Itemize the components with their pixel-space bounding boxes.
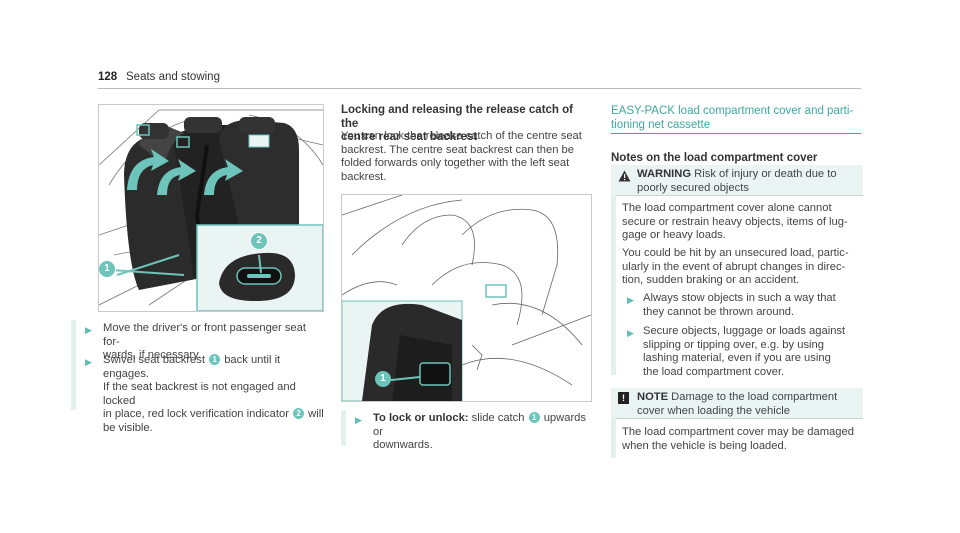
- note-box: ! NOTE Damage to the load compartment co…: [611, 388, 863, 458]
- step-2-line: Swivel seat backrest 1 back until it eng…: [103, 354, 281, 380]
- callout-1-inline: 1: [209, 354, 221, 365]
- warning-title: WARNING Risk of injury or death due to p…: [637, 168, 837, 194]
- rear-seat-illustration: 1 2: [98, 104, 324, 312]
- note-text: The load compartment cover may be damage…: [622, 426, 854, 452]
- warning-bullet-1: ▶ Always stow objects in such a way that…: [627, 292, 836, 318]
- warning-triangle-icon: [618, 169, 631, 187]
- warning-separator: [611, 195, 863, 196]
- step-arrow-icon: ▶: [355, 415, 362, 425]
- note-bar: [611, 418, 616, 458]
- callout-2-inline: 2: [293, 408, 305, 420]
- step-2-line: in place, red lock verification indicato…: [103, 408, 324, 421]
- step-2-line: be visible.: [103, 421, 153, 434]
- release-catch-illustration: 1: [341, 194, 592, 402]
- step-2-line: If the seat backrest is not engaged and …: [103, 381, 296, 407]
- warning-bar: [611, 195, 616, 375]
- step-1: ▶ Move the driver's or front passenger s…: [85, 322, 323, 363]
- header-divider: [98, 88, 861, 89]
- step-lock-unlock: ▶ To lock or unlock: slide catch 1 upwar…: [355, 412, 593, 453]
- notes-heading: Notes on the load compartment cover: [611, 152, 818, 164]
- step-arrow-icon: ▶: [627, 295, 634, 305]
- step-arrow-icon: ▶: [627, 328, 634, 338]
- note-header: [611, 388, 863, 418]
- callout-1: 1: [99, 260, 116, 278]
- callout-2: 2: [250, 232, 268, 250]
- step-bar: [341, 410, 346, 446]
- step-bold: To lock or unlock:: [373, 412, 469, 424]
- step-2: ▶ Swivel seat backrest 1 back until it e…: [85, 354, 325, 436]
- step-line: downwards.: [373, 439, 433, 452]
- locking-description: You can lock the release catch of the ce…: [341, 130, 582, 183]
- section-heading-locking: Locking and releasing the release catch …: [341, 104, 573, 143]
- warning-header: [611, 165, 863, 195]
- note-separator: [611, 418, 863, 419]
- callout-1-inline: 1: [528, 412, 540, 423]
- notice-exclamation-icon: !: [618, 392, 629, 404]
- easy-pack-link-heading[interactable]: EASY-PACK load compartment cover and par…: [611, 105, 854, 131]
- step-arrow-icon: ▶: [85, 325, 92, 335]
- section-title: Seats and stowing: [126, 71, 220, 83]
- callout-1: 1: [375, 371, 391, 387]
- step-1-line: Move the driver's or front passenger sea…: [103, 322, 306, 348]
- link-heading-rule: [611, 133, 861, 134]
- step-1-line: wards, if necessary.: [103, 349, 202, 362]
- warning-box: WARNING Risk of injury or death due to p…: [611, 165, 863, 378]
- warning-bullet-2: ▶ Secure objects, luggage or loads again…: [627, 325, 846, 378]
- step-list-middle: ▶ To lock or unlock: slide catch 1 upwar…: [341, 410, 591, 451]
- note-title: NOTE Damage to the load compartment cove…: [637, 391, 838, 417]
- warning-p1: The load compartment cover alone cannot …: [622, 202, 848, 242]
- step-arrow-icon: ▶: [85, 357, 92, 367]
- warning-p2: You could be hit by an unsecured load, p…: [622, 247, 849, 287]
- step-list-left: ▶ Move the driver's or front passenger s…: [71, 320, 326, 434]
- page-number: 128: [98, 71, 118, 83]
- step-bar: [71, 320, 76, 410]
